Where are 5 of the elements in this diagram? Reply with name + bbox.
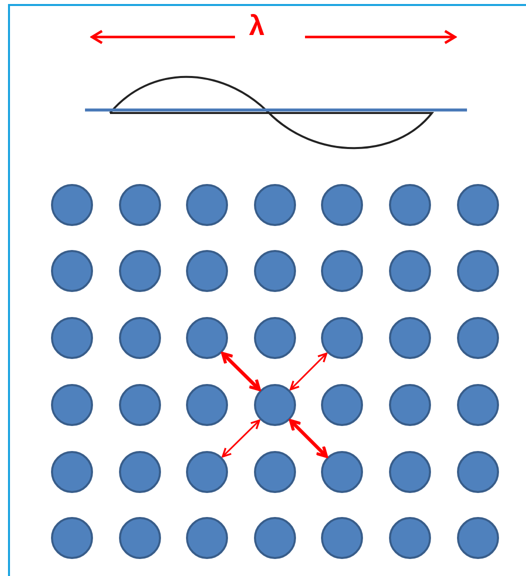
wavelength-symbol: λ [249, 10, 265, 42]
double-arrow [289, 419, 328, 458]
double-arrow [221, 352, 261, 392]
double-arrow [222, 420, 260, 458]
double-arrow [290, 352, 328, 390]
